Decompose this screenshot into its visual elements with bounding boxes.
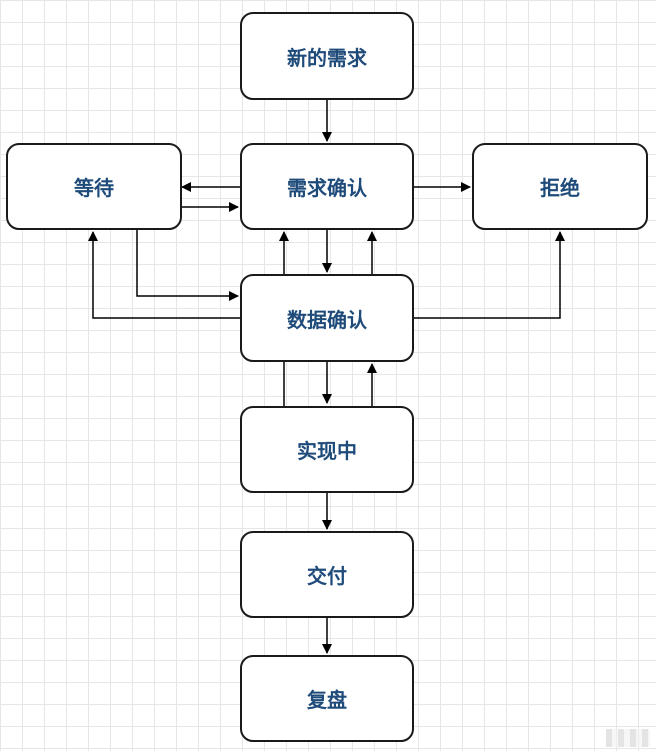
- node-review: 复盘: [240, 655, 414, 742]
- edge-wait-to-data: [136, 230, 239, 301]
- edge-data-to-reject: [414, 231, 565, 319]
- node-data-confirm: 数据确认: [240, 274, 414, 362]
- node-new-request: 新的需求: [240, 12, 414, 100]
- watermark: [606, 729, 650, 747]
- edge-data-to-wait: [88, 231, 240, 319]
- node-deliver: 交付: [240, 531, 414, 618]
- node-wait: 等待: [6, 143, 182, 230]
- node-reject: 拒绝: [472, 143, 648, 230]
- node-in-progress: 实现中: [240, 406, 414, 493]
- node-requirement-confirm: 需求确认: [240, 143, 414, 230]
